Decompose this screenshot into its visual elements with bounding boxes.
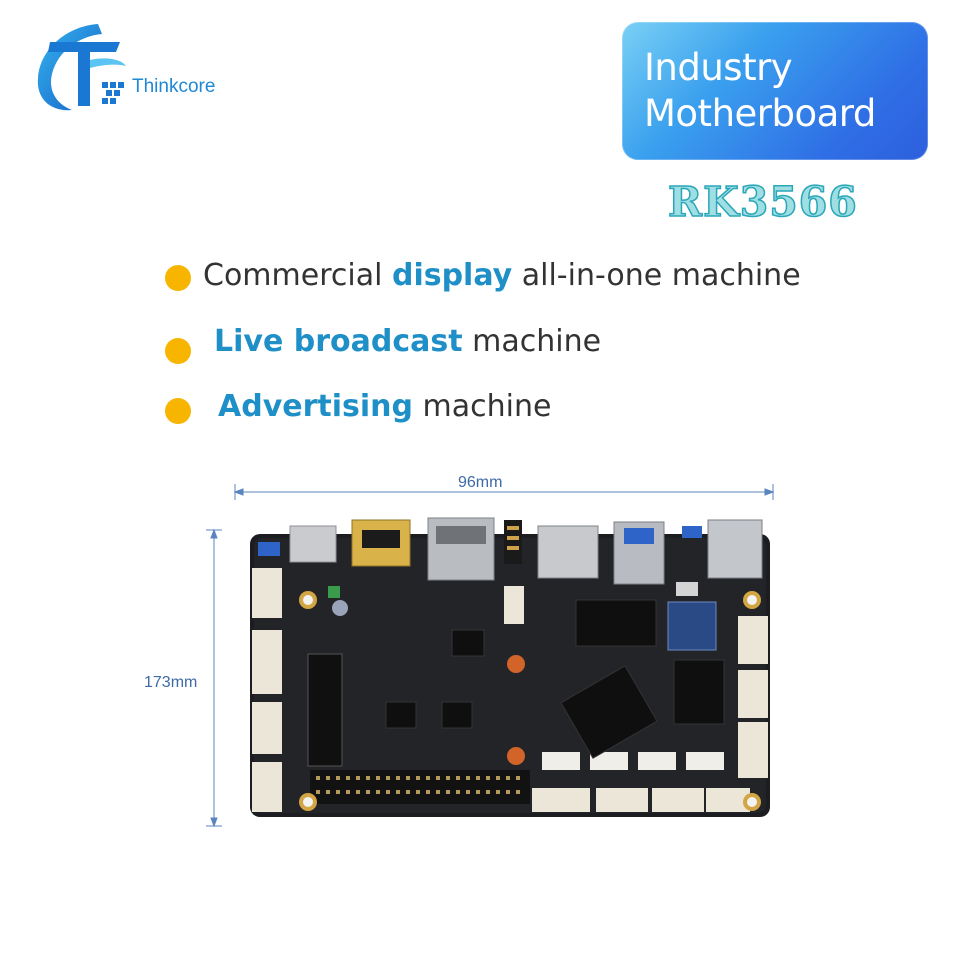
feature-item-2: Live broadcast machine [214, 324, 601, 359]
brand-name: Thinkcore [132, 76, 216, 97]
title-banner: Industry Motherboard [622, 22, 928, 160]
feature-highlight: display [391, 258, 513, 293]
feature-item-1: Commercial display all-in-one machine [203, 258, 801, 293]
banner-title-line2: Motherboard [644, 92, 876, 135]
feature-highlight: Advertising [218, 389, 413, 424]
feature-item-3: Advertising machine [218, 389, 551, 424]
feature-highlight: Live broadcast [214, 324, 463, 359]
width-dimension-line [233, 484, 775, 500]
feature-suffix: machine [413, 389, 552, 424]
board-figure: 96mm 173mm [140, 470, 800, 840]
feature-suffix: all-in-one machine [512, 258, 801, 293]
feature-prefix: Commercial [203, 258, 392, 293]
brand-logo: Thinkcore [28, 20, 215, 120]
bullet-icon [165, 338, 191, 364]
bullet-icon [165, 265, 191, 291]
model-name: RK3566 [667, 177, 858, 227]
banner-title-line1: Industry [644, 46, 793, 89]
height-dimension-label: 173mm [144, 674, 198, 691]
bullet-icon [165, 398, 191, 424]
motherboard-illustration [206, 484, 775, 828]
width-dimension-label: 96mm [458, 474, 503, 491]
thinkcore-logo-icon [37, 24, 126, 111]
height-dimension-line [206, 528, 222, 828]
feature-suffix: machine [462, 324, 602, 359]
